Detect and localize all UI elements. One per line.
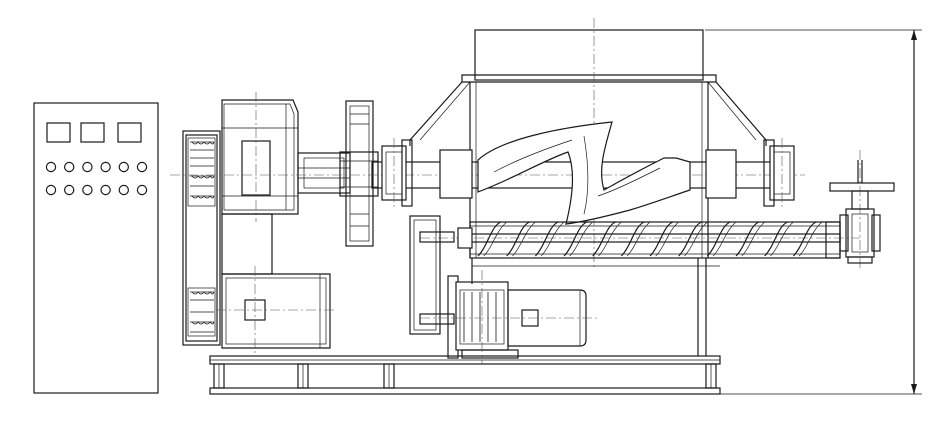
display-windows: [46, 122, 142, 143]
screw-flight: [678, 221, 702, 257]
gear-motor: [409, 215, 600, 364]
belt-drive-pulley: [182, 130, 221, 346]
indicator-lamp: [45, 161, 57, 173]
screw-flight-edge: [770, 221, 794, 257]
indicator-lamp: [100, 184, 111, 196]
screw-flight-edge: [741, 221, 765, 257]
discharge-valve: [829, 150, 895, 270]
screw-flight-edge: [712, 221, 737, 257]
main-motor: [216, 213, 336, 356]
display-window: [117, 122, 142, 143]
indicator-lamps: [45, 161, 148, 196]
screw-flight: [735, 221, 760, 257]
screw-flight-edge: [483, 221, 507, 257]
indicator-lamp: [118, 161, 130, 173]
indicator-lamp: [63, 184, 75, 196]
screw-flight-edge: [540, 221, 565, 257]
screw-flight-edge: [512, 221, 536, 257]
display-window: [80, 122, 105, 143]
indicator-lamp: [136, 184, 148, 196]
bearing-housing: [221, 92, 299, 222]
indicator-lamp: [82, 184, 93, 196]
right-shaft-bearing: [763, 138, 795, 210]
screw-flight-edge: [655, 221, 679, 257]
screw-flight: [649, 221, 674, 257]
screw-conveyor: [420, 221, 860, 259]
base-legs: [213, 363, 717, 389]
mixing-chamber: [409, 18, 767, 270]
screw-flights: [477, 221, 823, 257]
screw-flight: [534, 221, 559, 257]
pulley-grooves-bottom: [190, 291, 215, 333]
pulley-grooves-top: [190, 141, 215, 199]
screw-flight-edge: [626, 221, 651, 257]
height-dimension: [705, 29, 922, 395]
screw-flight: [620, 221, 645, 257]
screw-flight: [764, 221, 788, 257]
base-frame: [209, 355, 721, 395]
screw-flight-edge: [598, 221, 622, 257]
control-cabinet: [33, 102, 159, 394]
screw-flight: [563, 221, 588, 257]
coupling-flange: [339, 100, 379, 247]
agitator-paddle: [477, 121, 691, 225]
screw-flight-edge: [684, 221, 708, 257]
screw-flight: [506, 221, 530, 257]
indicator-lamp: [45, 184, 57, 196]
conveyor-support: [471, 258, 720, 356]
indicator-lamp: [136, 161, 148, 173]
left-shaft-bearing: [381, 138, 413, 210]
screw-flight: [592, 221, 616, 257]
display-window: [46, 122, 71, 143]
screw-flight-edge: [798, 221, 823, 257]
screw-flight: [792, 221, 817, 257]
screw-flight-edge: [569, 221, 593, 257]
screw-flight: [706, 221, 731, 257]
indicator-lamp: [118, 184, 130, 196]
indicator-lamp: [82, 161, 93, 173]
indicator-lamp: [63, 161, 75, 173]
screw-flight: [477, 221, 502, 257]
indicator-lamp: [100, 161, 111, 173]
